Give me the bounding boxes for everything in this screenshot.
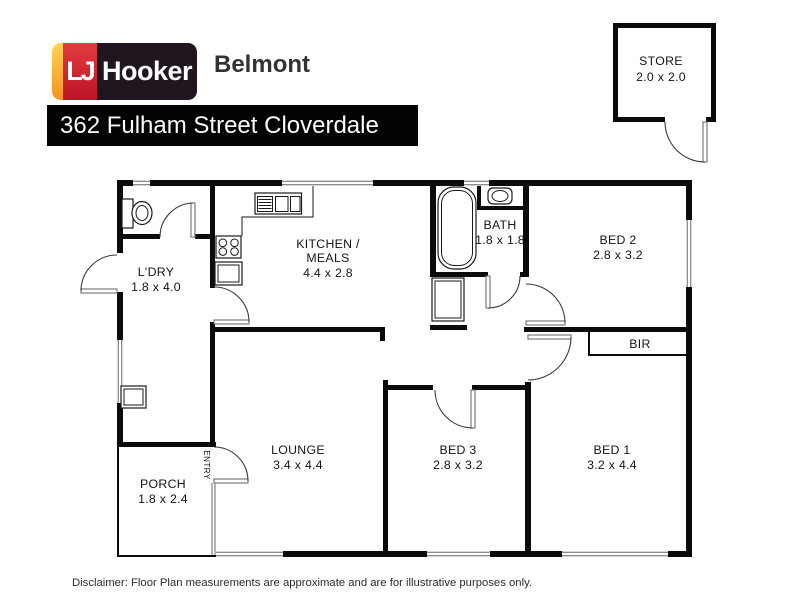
address-bar: 362 Fulham Street Cloverdale [47, 105, 418, 146]
porch-edge [117, 447, 215, 557]
kitchen-sink [254, 192, 303, 215]
entry-label: ENTRY [202, 450, 211, 480]
bed3-door [434, 389, 476, 429]
address-text: 362 Fulham Street Cloverdale [60, 111, 379, 139]
toilet-fixture [121, 198, 153, 229]
bathtub [437, 186, 477, 270]
oven [214, 261, 243, 286]
toilet-door [159, 202, 196, 238]
room-label-store: STORE [639, 54, 683, 68]
room-dims-porch: 1.8 x 2.4 [138, 492, 188, 506]
room-label-ldry: L'DRY [138, 265, 174, 279]
window [464, 180, 489, 186]
room-label-kitchen-2: MEALS [306, 251, 349, 265]
bed1-door [527, 334, 572, 381]
washing-machine [120, 385, 147, 409]
room-dims-store: 2.0 x 2.0 [636, 70, 686, 84]
room-label-bed3: BED 3 [439, 443, 476, 457]
room-dims-bed1: 3.2 x 4.4 [587, 458, 637, 472]
room-label-bed1: BED 1 [593, 443, 630, 457]
room-label-lounge: LOUNGE [271, 443, 325, 457]
bed2-door [525, 283, 566, 326]
room-dims-bed3: 2.8 x 3.2 [433, 458, 483, 472]
logo-hooker-text: Hooker [101, 56, 193, 86]
logo-yellow-stripe [52, 43, 63, 100]
room-label-porch: PORCH [140, 477, 186, 491]
bath-door [485, 275, 521, 309]
store-door [664, 121, 708, 163]
window [427, 551, 490, 557]
room-dims-ldry: 1.8 x 4.0 [131, 280, 181, 294]
windows [117, 180, 692, 557]
office-name: Belmont [214, 51, 310, 78]
entry-door [213, 446, 249, 484]
room-dims-bed2: 2.8 x 3.2 [593, 248, 643, 262]
laundry-kitchen-door [213, 286, 250, 325]
entry-side-panel [211, 483, 216, 555]
room-label-bath: BATH [483, 218, 516, 232]
window [133, 180, 150, 186]
store-walls [613, 23, 716, 122]
room-dims-bath: 1.8 x 1.8 [475, 233, 525, 247]
window [562, 551, 668, 557]
built-in-robe [588, 332, 692, 356]
room-label-kitchen-1: KITCHEN / [296, 237, 360, 251]
kitchen-bench [241, 186, 314, 236]
lj-hooker-logo: LJ Hooker [52, 43, 197, 100]
logo-hooker-wordmark: Hooker [97, 43, 197, 100]
cooktop [215, 235, 242, 259]
basin [487, 187, 513, 205]
laundry-external-door [80, 254, 118, 294]
logo-lj-text: LJ [66, 56, 95, 86]
window [216, 551, 283, 557]
disclaimer-text: Disclaimer: Floor Plan measurements are … [72, 577, 533, 589]
window [686, 220, 692, 287]
room-dims-kitchen: 4.4 x 2.8 [303, 266, 353, 280]
room-label-bed2: BED 2 [599, 233, 636, 247]
window [282, 180, 373, 186]
interior-walls [117, 180, 692, 557]
linen-cupboard [431, 277, 465, 322]
room-label-bir: BIR [629, 337, 650, 351]
room-dims-lounge: 3.4 x 4.4 [273, 458, 323, 472]
logo-lj-mark: LJ [63, 43, 97, 100]
